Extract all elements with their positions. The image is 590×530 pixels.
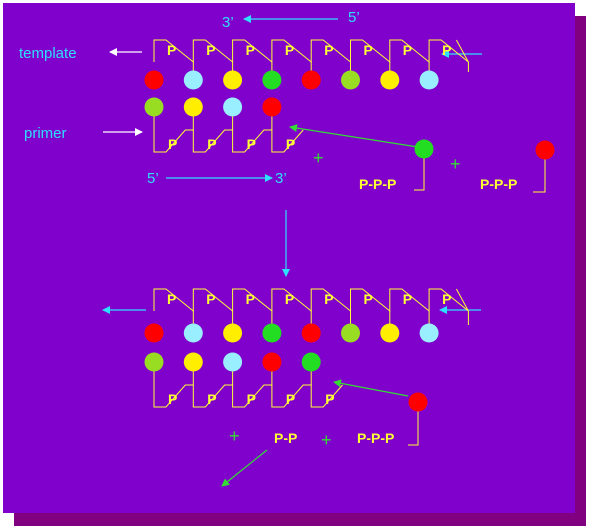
phosphate-label: P	[206, 291, 215, 307]
nucleotide-stem-1	[414, 150, 425, 191]
primer-5prime-label: 5’	[147, 170, 159, 187]
incoming-nucleotide-arrow-2	[333, 379, 409, 397]
triphosphate-label-3: P-P-P	[357, 430, 394, 446]
template-base-yellow	[380, 323, 400, 343]
phosphate-label: P	[167, 291, 176, 307]
incoming-nucleotide-base-2	[535, 140, 555, 160]
phosphate-label: P	[286, 391, 295, 407]
phosphate-label: P	[246, 42, 255, 58]
plus-sign-2: +	[450, 154, 461, 174]
incoming-nucleotide-base-1	[414, 139, 434, 159]
template-base-lime	[341, 323, 360, 343]
template-5prime-label: 5’	[348, 9, 360, 26]
nucleotide-stem-3	[408, 404, 419, 446]
triphosphate-label-2: P-P-P	[480, 176, 517, 192]
primer-base-cyan	[223, 352, 243, 372]
phosphate-label: P	[403, 291, 412, 307]
phosphate-label: P	[168, 136, 177, 152]
phosphate-label: P	[286, 136, 295, 152]
template-base-yellow	[380, 70, 400, 90]
primer-base-cyan	[223, 97, 243, 117]
phosphate-label: P	[207, 391, 216, 407]
phosphate-label: P	[167, 42, 176, 58]
template-3prime-label: 3’	[222, 14, 234, 31]
phosphate-label: P	[247, 391, 256, 407]
diphosphate-label: P-P	[274, 430, 297, 446]
template-base-yellow	[223, 70, 243, 90]
primer-base-yellow	[183, 97, 203, 117]
phosphate-label: P	[324, 42, 333, 58]
primer-base-green	[301, 352, 321, 372]
template-base-lime	[341, 70, 360, 90]
plus-sign-1: +	[313, 148, 324, 168]
nucleotide-stem-2	[533, 150, 546, 193]
phosphate-label: P	[403, 42, 412, 58]
template-label: template	[19, 45, 77, 62]
primer-base-red	[262, 97, 282, 117]
diagram-panel	[3, 3, 575, 513]
template-base-red	[301, 70, 321, 90]
primer-base-yellow	[183, 352, 203, 372]
template-base-red	[301, 323, 321, 343]
panel_2-primer-backbone	[153, 384, 343, 408]
incoming-nucleotide-arrow	[289, 124, 419, 148]
phosphate-label: P	[364, 291, 373, 307]
template-base-cyan	[419, 70, 439, 90]
primer-base-lime	[144, 97, 164, 117]
phosphate-label: P	[324, 291, 333, 307]
phosphate-label: P	[442, 42, 451, 58]
plus-sign-4: +	[321, 430, 332, 450]
plus-sign-3: +	[229, 426, 240, 446]
template-base-cyan	[419, 323, 439, 343]
phosphate-label: P	[442, 291, 451, 307]
pyrophosphate-release-arrow	[221, 449, 268, 487]
template-base-green	[262, 323, 282, 343]
panel_1-template-backbone	[153, 39, 469, 64]
panel_2-template-backbone	[153, 288, 469, 313]
template-base-green	[262, 70, 282, 90]
panel_1-primer-backbone	[153, 129, 304, 153]
template-base-cyan	[183, 70, 203, 90]
phosphate-label: P	[207, 136, 216, 152]
primer-3prime-label: 3’	[275, 170, 287, 187]
phosphate-label: P	[285, 291, 294, 307]
phosphate-label: P	[246, 291, 255, 307]
dna-strands: P P P P P P P P P P P P P P P P P P P P P P P P P	[144, 39, 469, 408]
primer-base-red	[262, 352, 282, 372]
template-base-yellow	[223, 323, 243, 343]
phosphate-label: P	[168, 391, 177, 407]
phosphate-label: P	[206, 42, 215, 58]
triphosphate-label-1: P-P-P	[359, 176, 396, 192]
phosphate-label: P	[364, 42, 373, 58]
phosphate-label: P	[285, 42, 294, 58]
template-base-cyan	[183, 323, 203, 343]
primer-label: primer	[24, 125, 67, 142]
template-base-red	[144, 323, 164, 343]
phosphate-label: P	[325, 391, 334, 407]
phosphate-label: P	[247, 136, 256, 152]
incoming-nucleotide-base-3	[408, 392, 428, 412]
template-base-red	[144, 70, 164, 90]
primer-base-lime	[144, 352, 164, 372]
